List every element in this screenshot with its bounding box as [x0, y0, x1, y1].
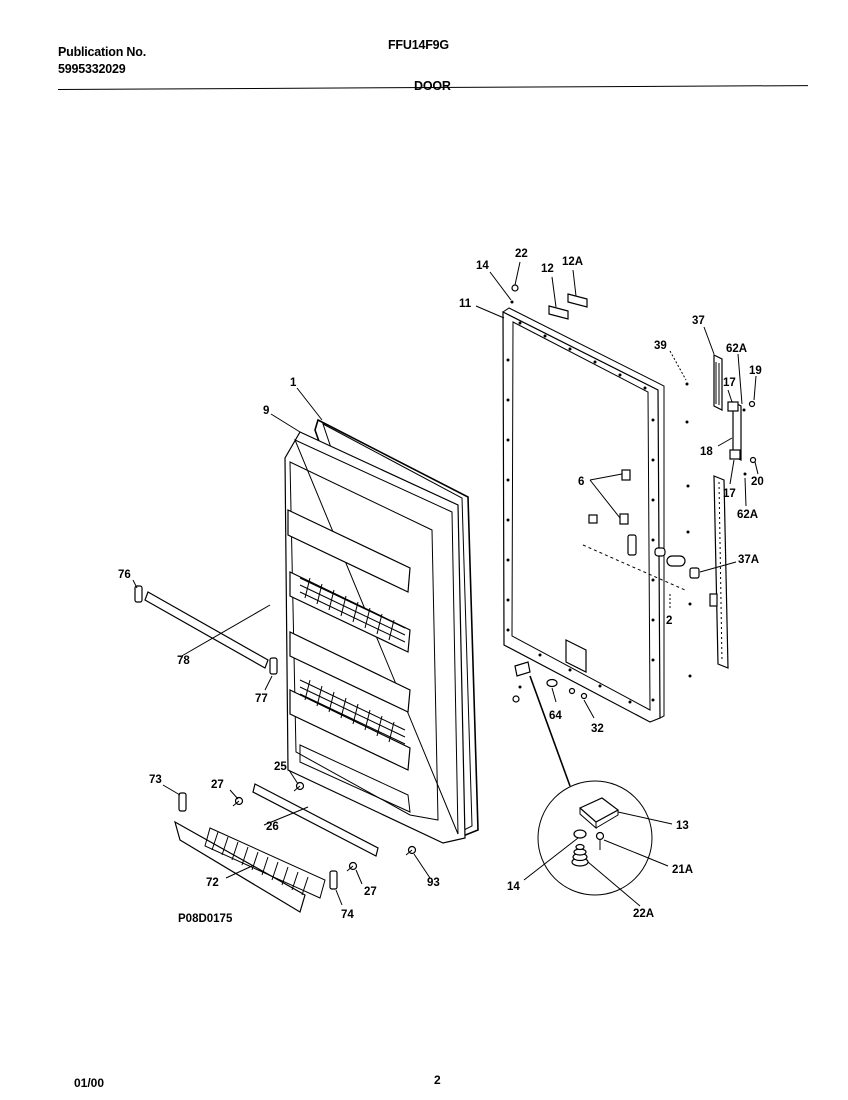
- callout-93: 93: [427, 877, 440, 889]
- screw-32: [568, 687, 576, 695]
- footer-date: 01/00: [74, 1076, 105, 1090]
- hinge-pin-22: [511, 284, 519, 292]
- rail-end-cap-76: [134, 585, 143, 603]
- cap-64: [546, 678, 558, 688]
- callout-64: 64: [549, 710, 562, 722]
- grille-clip-73: [178, 792, 187, 812]
- detail-leader: [529, 675, 571, 787]
- latch-6-lower: [619, 513, 629, 525]
- callout-26: 26: [266, 821, 279, 833]
- screw-19: [748, 400, 756, 408]
- callout-22: 22: [515, 248, 528, 260]
- callout-25: 25: [274, 761, 287, 773]
- hinge-plate-37: [713, 354, 723, 411]
- latch-cam: [666, 555, 686, 567]
- callout-18: 18: [700, 446, 713, 458]
- callout-14-detail: 14: [507, 881, 520, 893]
- grille-clip-74: [329, 870, 338, 890]
- callout-27-left: 27: [211, 779, 224, 791]
- callout-77: 77: [255, 693, 268, 705]
- callout-13: 13: [676, 820, 689, 832]
- bottom-grille-72: [174, 792, 338, 913]
- callout-73: 73: [149, 774, 162, 786]
- latch-handle: [627, 534, 637, 556]
- callout-17-lower: 17: [723, 488, 736, 500]
- callout-32: 32: [591, 723, 604, 735]
- trim-strip-26: [252, 783, 379, 857]
- section-title: DOOR: [414, 79, 451, 93]
- label-plate-12: [548, 305, 569, 320]
- screws: [232, 781, 417, 872]
- callout-11: 11: [459, 298, 472, 310]
- callout-12: 12: [541, 263, 554, 275]
- latch-6-upper: [621, 469, 631, 481]
- callout-22a: 22A: [633, 908, 654, 920]
- screw-21a: [595, 831, 605, 841]
- callout-37a: 37A: [738, 554, 759, 566]
- bottom-bracket: [565, 639, 587, 673]
- callout-12a: 12A: [562, 256, 583, 268]
- shelf-rail-78: [134, 585, 278, 675]
- latch-spring: [654, 547, 666, 557]
- callout-14-top: 14: [476, 260, 489, 272]
- spring-22a: [571, 843, 589, 867]
- bottom-hinge-assembly: [512, 661, 653, 896]
- callout-78: 78: [177, 655, 190, 667]
- rail-end-cap-77: [269, 657, 278, 675]
- door-liner-assembly: [284, 418, 479, 844]
- callout-74: 74: [341, 909, 354, 921]
- callout-19: 19: [749, 365, 762, 377]
- bushing-17-lower: [729, 449, 741, 460]
- diagram-code: P08D0175: [178, 913, 233, 925]
- washer-14-top: [510, 300, 514, 304]
- callout-37: 37: [692, 315, 705, 327]
- callout-labels: 1 9 76 78 77 73 27 25 26 72 74 27 93 14 …: [118, 248, 764, 925]
- model-number: FFU14F9G: [388, 38, 449, 52]
- latch-striker: [689, 567, 700, 579]
- right-hardware: [654, 354, 757, 678]
- callout-72: 72: [206, 877, 219, 889]
- label-plate-12a: [567, 293, 588, 308]
- panel-holes: [506, 321, 655, 704]
- callout-27-right: 27: [364, 886, 377, 898]
- callout-20: 20: [751, 476, 764, 488]
- callout-2: 2: [666, 615, 672, 627]
- callout-17-upper: 17: [723, 377, 736, 389]
- latch-catch: [709, 593, 718, 607]
- callout-62a-lower: 62A: [737, 509, 758, 521]
- bottom-hinge: [514, 661, 531, 677]
- washer-14: [573, 829, 587, 839]
- callout-1: 1: [290, 377, 297, 389]
- hinge-detail-circle: [537, 780, 653, 896]
- screw-20: [749, 456, 757, 464]
- page-number: 2: [434, 1073, 441, 1087]
- outer-door-panel-11: [502, 307, 686, 723]
- publication-label: Publication No.: [58, 45, 146, 59]
- liner-shelves: [287, 509, 411, 771]
- callout-21a: 21A: [672, 864, 693, 876]
- callout-39: 39: [654, 340, 667, 352]
- callout-6: 6: [578, 476, 584, 488]
- leader-lines: [132, 261, 759, 907]
- callout-76: 76: [118, 569, 131, 581]
- bushing-17-upper: [727, 401, 739, 412]
- callout-62a-upper: 62A: [726, 343, 747, 355]
- latch-clip: [588, 514, 598, 524]
- callout-9: 9: [263, 405, 269, 417]
- publication-number: 5995332029: [58, 62, 126, 76]
